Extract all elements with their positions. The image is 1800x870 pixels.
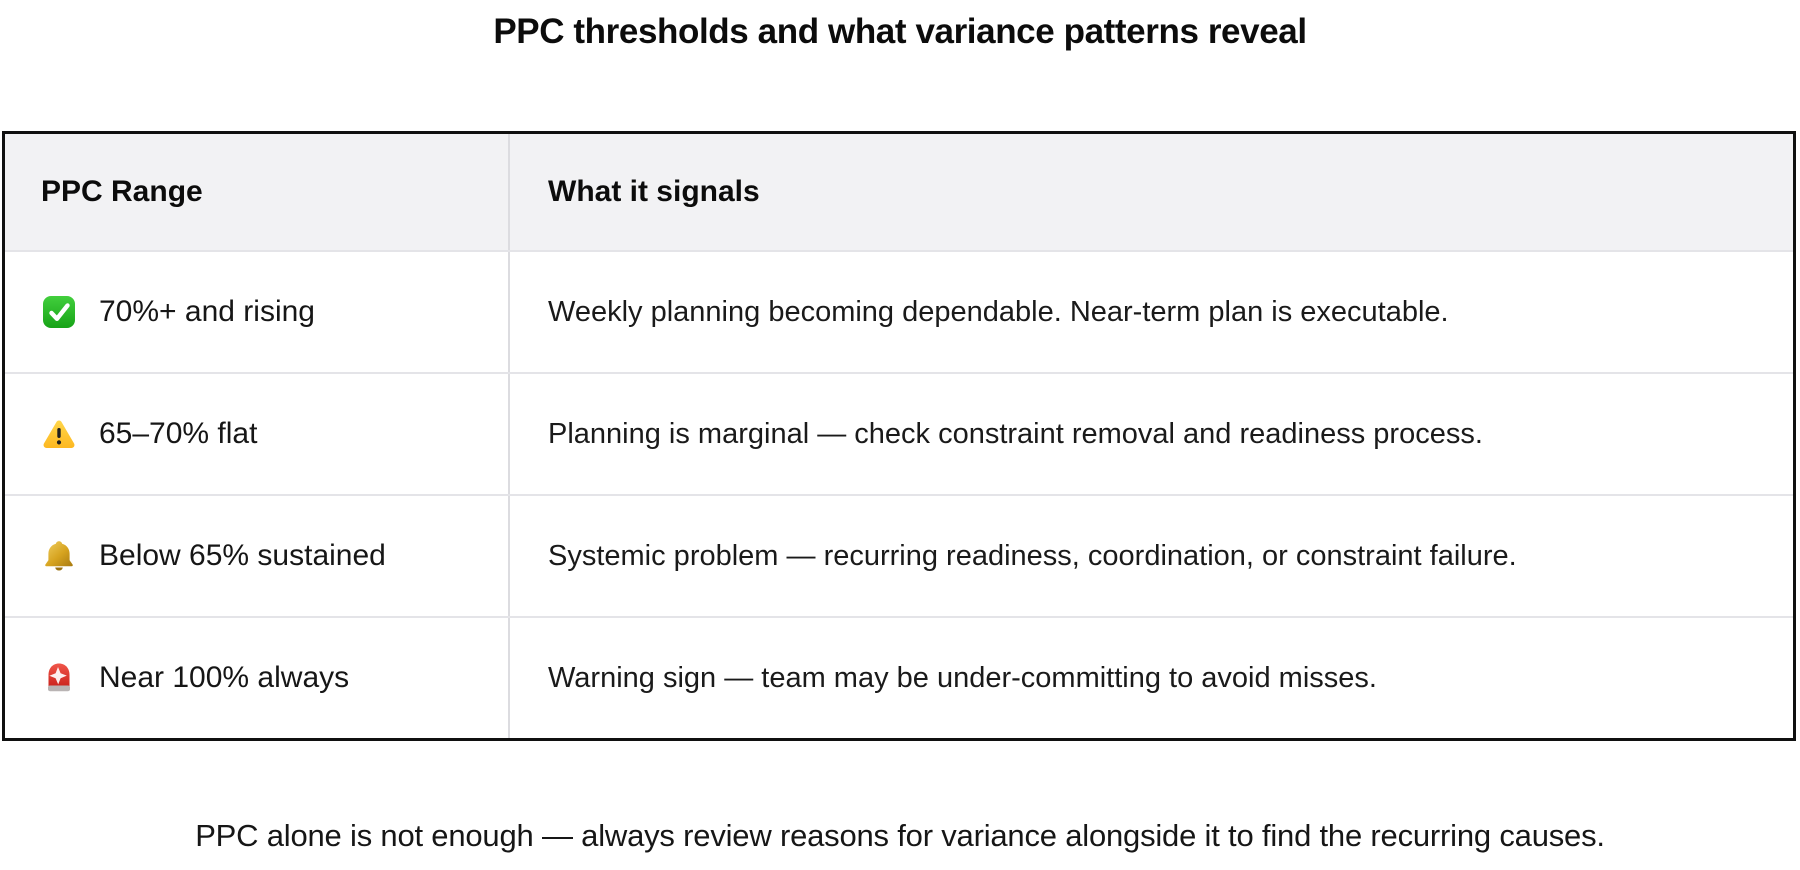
check-mark-icon (41, 294, 77, 330)
ppc-thresholds-table: PPC Range What it signals 70%+ and risin… (2, 131, 1796, 741)
column-header-ppc-range: PPC Range (5, 134, 510, 250)
signal-text: Warning sign — team may be under-committ… (548, 661, 1377, 694)
table-row: Below 65% sustained Systemic problem — r… (5, 494, 1793, 616)
column-header-what-it-signals: What it signals (548, 175, 760, 208)
warning-icon (41, 416, 77, 452)
ppc-range-label: Below 65% sustained (99, 539, 386, 572)
signal-text: Weekly planning becoming dependable. Nea… (548, 295, 1449, 328)
footer-note: PPC alone is not enough — always review … (195, 818, 1605, 853)
ppc-range-label: 70%+ and rising (99, 295, 315, 328)
table-row: Near 100% always Warning sign — team may… (5, 616, 1793, 738)
table-row: 65–70% flat Planning is marginal — check… (5, 372, 1793, 494)
signal-text: Planning is marginal — check constraint … (548, 417, 1483, 450)
bell-icon (41, 538, 77, 574)
ppc-range-label: Near 100% always (99, 661, 350, 694)
table-row: 70%+ and rising Weekly planning becoming… (5, 250, 1793, 372)
page-title: PPC thresholds and what variance pattern… (493, 12, 1307, 51)
ppc-range-cell: Below 65% sustained (5, 496, 510, 616)
ppc-range-cell: 70%+ and rising (5, 252, 510, 372)
siren-icon (41, 660, 77, 696)
ppc-range-cell: Near 100% always (5, 618, 510, 738)
ppc-range-label: 65–70% flat (99, 417, 258, 450)
table-header-row: PPC Range What it signals (5, 134, 1793, 250)
signal-text: Systemic problem — recurring readiness, … (548, 539, 1517, 572)
ppc-range-cell: 65–70% flat (5, 374, 510, 494)
